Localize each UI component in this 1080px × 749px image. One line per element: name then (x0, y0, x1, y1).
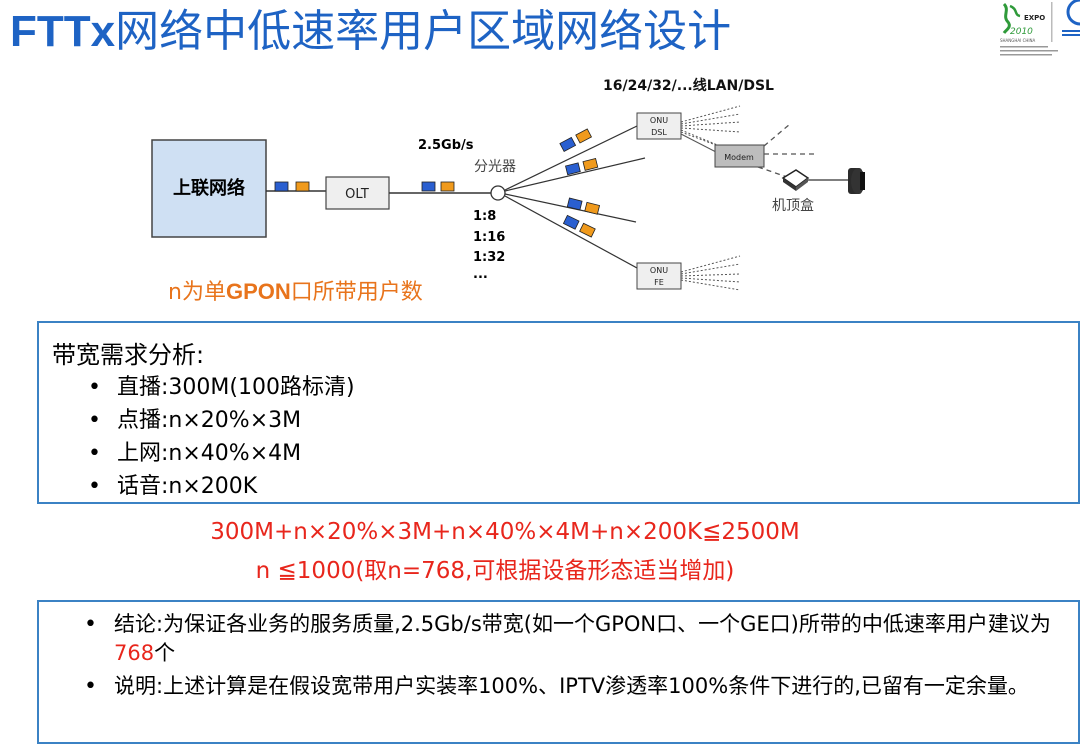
title-latin: FTTx (10, 7, 116, 56)
note-bold: GPON (225, 279, 291, 304)
list-item: • 上网:n×40%×4M (52, 437, 1078, 470)
onu-dsl-label: ONU (650, 116, 668, 125)
onu-fe-label: ONU (650, 266, 668, 275)
onu-dsl-box (636, 112, 682, 140)
analysis-item-text: 上网:n×40%×4M (117, 441, 302, 466)
conclusion-text-end: 个 (154, 641, 176, 665)
set-top-box-icon (781, 169, 810, 191)
expo-logo-graphic: EXPO 2010 SHANGHAI CHINA (1000, 0, 1080, 56)
conclusion-box: • 结论:为保证各业务的服务质量,2.5Gb/s带宽(如一个GPON口、一个GE口… (37, 600, 1080, 744)
ratio-label: ... (473, 267, 488, 282)
analysis-item-text: 话音:n×200K (117, 474, 258, 499)
expo-text: EXPO (1024, 14, 1045, 22)
note-prefix: n为单 (168, 280, 226, 305)
analysis-list: • 直播:300M(100路标清) • 点播:n×20%×3M • 上网:n×40%×… (52, 371, 1078, 503)
conclusion-list: • 结论:为保证各业务的服务质量,2.5Gb/s带宽(如一个GPON口、一个GE口… (84, 610, 1078, 701)
analysis-item-text: 点播:n×20%×3M (117, 408, 302, 433)
page-title: FTTx网络中低速率用户区域网络设计 (10, 2, 731, 62)
rate-label: 2.5Gb/s (418, 138, 474, 153)
gpon-user-note: n为单GPON口所带用户数 (168, 277, 423, 308)
modem-box (714, 144, 765, 168)
bullet-icon: • (88, 375, 101, 400)
frame-orange (440, 181, 455, 192)
splitter-icon (490, 185, 506, 201)
expo-logo: EXPO 2010 SHANGHAI CHINA (996, 0, 1080, 62)
bandwidth-analysis-box: 带宽需求分析: • 直播:300M(100路标清) • 点播:n×20%×3M • 上… (37, 321, 1080, 504)
uplink-network-label: 上联网络 (173, 177, 245, 199)
conclusion-highlight: 768 (114, 641, 155, 665)
onu-dsl-label: DSL (651, 128, 667, 137)
expo-year: 2010 (1010, 27, 1033, 37)
ratio-label: 1:8 (473, 209, 496, 224)
note-suffix: 口所带用户数 (290, 280, 423, 305)
olt-label: OLT (345, 187, 369, 202)
splitter-label: 分光器 (474, 159, 516, 175)
network-diagram: 上联网络 OLT 2.5Gb/s 分光器 1:8 1:16 1:32 ... 1… (151, 77, 865, 291)
list-item: • 点播:n×20%×3M (52, 404, 1078, 437)
uplink-network-box (151, 139, 267, 238)
bullet-icon: • (88, 408, 101, 433)
title-cjk: 网络中低速率用户区域网络设计 (115, 6, 732, 57)
list-item: • 直播:300M(100路标清) (52, 371, 1078, 404)
analysis-item-text: 直播:300M(100路标清) (117, 375, 355, 400)
olt-box (325, 176, 390, 210)
bullet-icon: • (84, 612, 97, 637)
list-item: • 话音:n×200K (52, 470, 1078, 503)
analysis-title: 带宽需求分析: (52, 341, 205, 369)
modem-label: Modem (724, 153, 754, 162)
frame-blue (274, 181, 289, 192)
lan-dsl-label: 16/24/32/...线LAN/DSL (603, 77, 774, 94)
tv-icon (848, 168, 865, 194)
frame-orange (295, 181, 310, 192)
bullet-icon: • (88, 441, 101, 466)
bandwidth-formula: 300M+n×20%×3M+n×40%×4M+n×200K≦2500M (210, 519, 800, 545)
bullet-icon: • (88, 474, 101, 499)
conclusion-text: 结论:为保证各业务的服务质量,2.5Gb/s带宽(如一个GPON口、一个GE口)… (114, 612, 1051, 636)
expo-city: SHANGHAI CHINA (1000, 38, 1036, 43)
explanation-text: 说明:上述计算是在假设宽带用户实装率100%、IPTV渗透率100%条件下进行的… (114, 674, 1029, 698)
ratio-label: 1:32 (473, 250, 505, 265)
ratio-label: 1:16 (473, 230, 505, 245)
stb-label: 机顶盒 (772, 197, 814, 214)
onu-fe-box (636, 262, 682, 290)
onu-fe-label: FE (654, 278, 664, 287)
frame-blue (421, 181, 436, 192)
user-count-formula: n ≦1000(取n=768,可根据设备形态适当增加) (255, 558, 735, 584)
bullet-icon: • (84, 674, 97, 699)
list-item: • 说明:上述计算是在假设宽带用户实装率100%、IPTV渗透率100%条件下进行… (84, 672, 1078, 701)
list-item: • 结论:为保证各业务的服务质量,2.5Gb/s带宽(如一个GPON口、一个GE口… (84, 610, 1078, 668)
